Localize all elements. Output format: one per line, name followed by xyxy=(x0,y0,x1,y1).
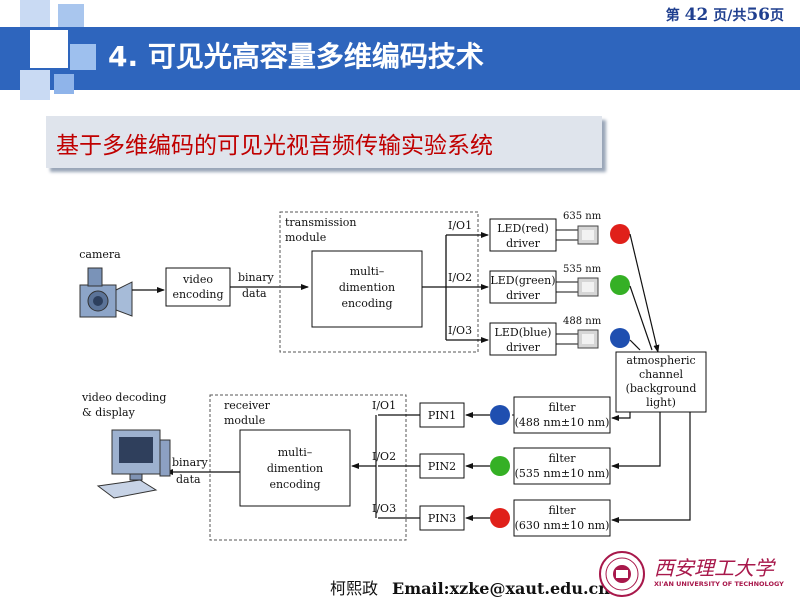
header-bar xyxy=(0,27,800,90)
atmospheric-channel-box xyxy=(615,351,707,413)
driver-blue-label-2: driver xyxy=(506,341,541,354)
driver-red-label-2: driver xyxy=(506,237,541,250)
wavelength-red: 635 nm xyxy=(563,211,602,222)
receiver-module-label-2: module xyxy=(224,414,265,427)
university-name-en: XI'AN UNIVERSITY OF TECHNOLOGY xyxy=(654,580,784,588)
driver-box-green xyxy=(489,270,557,304)
page-current: 42 xyxy=(684,5,709,25)
io-tx-2: I/O2 xyxy=(448,271,472,284)
university-seal-icon xyxy=(599,551,645,597)
io-tx-3: I/O3 xyxy=(448,324,472,337)
led-module-red xyxy=(556,225,599,245)
page-total: 56 xyxy=(746,5,770,25)
video-encoding-box xyxy=(165,267,231,307)
driver-box-red xyxy=(489,218,557,252)
pin-box-3 xyxy=(419,505,465,531)
decoder-label-2: dimention xyxy=(267,462,323,475)
led-red-icon xyxy=(610,224,630,244)
decoder-box xyxy=(239,429,351,507)
channel-label-4: light) xyxy=(646,396,676,409)
camera-label: camera xyxy=(79,248,121,261)
led-blue-icon xyxy=(610,328,630,348)
university-name-cn: 西安理工大学 xyxy=(654,556,774,580)
filter-2-label-2: (535 nm±10 nm) xyxy=(515,467,610,480)
computer-icon xyxy=(96,429,171,499)
pin-2-label: PIN2 xyxy=(428,460,456,473)
binary-data-tx-label-1: binary xyxy=(238,271,274,284)
filter-1-label-1: filter xyxy=(548,401,576,414)
driver-green-label-2: driver xyxy=(506,289,541,302)
subtitle-box xyxy=(46,116,602,168)
footer: 柯熙政 Email:xzke@xaut.edu.cn xyxy=(330,575,610,599)
pin-box-1 xyxy=(419,402,465,428)
filter-3-label-1: filter xyxy=(548,504,576,517)
video-decoding-label-1: video decoding xyxy=(81,391,166,404)
decor-square xyxy=(20,0,50,30)
encoder-label-3: encoding xyxy=(341,297,392,310)
io-tx-1: I/O1 xyxy=(448,219,472,232)
filter-box-2 xyxy=(513,447,611,485)
page-suffix: 页 xyxy=(770,8,784,24)
decor-square xyxy=(54,74,74,94)
photodiode-red-icon xyxy=(490,508,510,528)
receiver-module-frame xyxy=(209,394,407,541)
channel-label-1: atmospheric xyxy=(626,354,695,367)
driver-green-label-1: LED(green) xyxy=(490,274,555,287)
pin-3-label: PIN3 xyxy=(428,512,456,525)
video-encoding-label-2: encoding xyxy=(172,288,223,301)
transmission-module-frame xyxy=(279,211,479,353)
decor-square xyxy=(58,4,84,30)
page-middle: 页/共 xyxy=(713,8,747,24)
university-logo: 西安理工大学 XI'AN UNIVERSITY OF TECHNOLOGY xyxy=(598,548,800,600)
filter-2-label-1: filter xyxy=(548,452,576,465)
decor-square xyxy=(30,30,68,68)
driver-blue-label-1: LED(blue) xyxy=(495,326,552,339)
photodiode-green-icon xyxy=(490,456,510,476)
subtitle: 基于多维编码的可见光视音频传输实验系统 xyxy=(56,133,493,159)
footer-author: 柯熙政 xyxy=(330,579,379,598)
wavelength-green: 535 nm xyxy=(563,264,602,275)
pin-box-2 xyxy=(419,453,465,479)
filter-3-label-2: (630 nm±10 nm) xyxy=(515,519,610,532)
decor-square xyxy=(70,44,96,70)
io-rx-3: I/O3 xyxy=(372,502,396,515)
page-indicator: 第 42 页/共56页 xyxy=(666,5,784,25)
decoder-label-1: multi– xyxy=(278,446,313,459)
binary-data-tx-label-2: data xyxy=(242,287,267,300)
channel-label-3: (background xyxy=(626,382,697,395)
led-module-green xyxy=(556,277,599,297)
transmission-module-label-1: transmission xyxy=(285,216,356,229)
driver-red-label-1: LED(red) xyxy=(497,222,549,235)
slide-title: 4. 可见光高容量多维编码技术 xyxy=(108,40,484,73)
pin-1-label: PIN1 xyxy=(428,409,456,422)
decor-square xyxy=(20,70,50,100)
footer-email: Email:xzke@xaut.edu.cn xyxy=(392,579,610,598)
decoder-label-3: encoding xyxy=(269,478,320,491)
filter-box-3 xyxy=(513,499,611,537)
led-green-icon xyxy=(610,275,630,295)
video-encoding-label-1: video xyxy=(182,273,213,286)
video-decoding-label-2: & display xyxy=(82,406,136,419)
filter-box-1 xyxy=(513,396,611,434)
encoder-label-1: multi– xyxy=(350,265,385,278)
wavelength-blue: 488 nm xyxy=(563,316,602,327)
camera-icon xyxy=(79,267,133,318)
driver-box-blue xyxy=(489,322,557,356)
transmission-module-label-2: module xyxy=(285,231,326,244)
io-rx-2: I/O2 xyxy=(372,450,396,463)
io-rx-1: I/O1 xyxy=(372,399,396,412)
binary-data-rx-label-1: binary xyxy=(172,456,208,469)
channel-label-2: channel xyxy=(639,368,683,381)
receiver-module-label-1: receiver xyxy=(224,399,271,412)
binary-data-rx-label-2: data xyxy=(176,473,201,486)
photodiode-blue-icon xyxy=(490,405,510,425)
encoder-label-2: dimention xyxy=(339,281,395,294)
led-module-blue xyxy=(556,329,599,349)
encoder-box xyxy=(311,250,423,328)
filter-1-label-2: (488 nm±10 nm) xyxy=(515,416,610,429)
page-prefix: 第 xyxy=(665,8,680,24)
